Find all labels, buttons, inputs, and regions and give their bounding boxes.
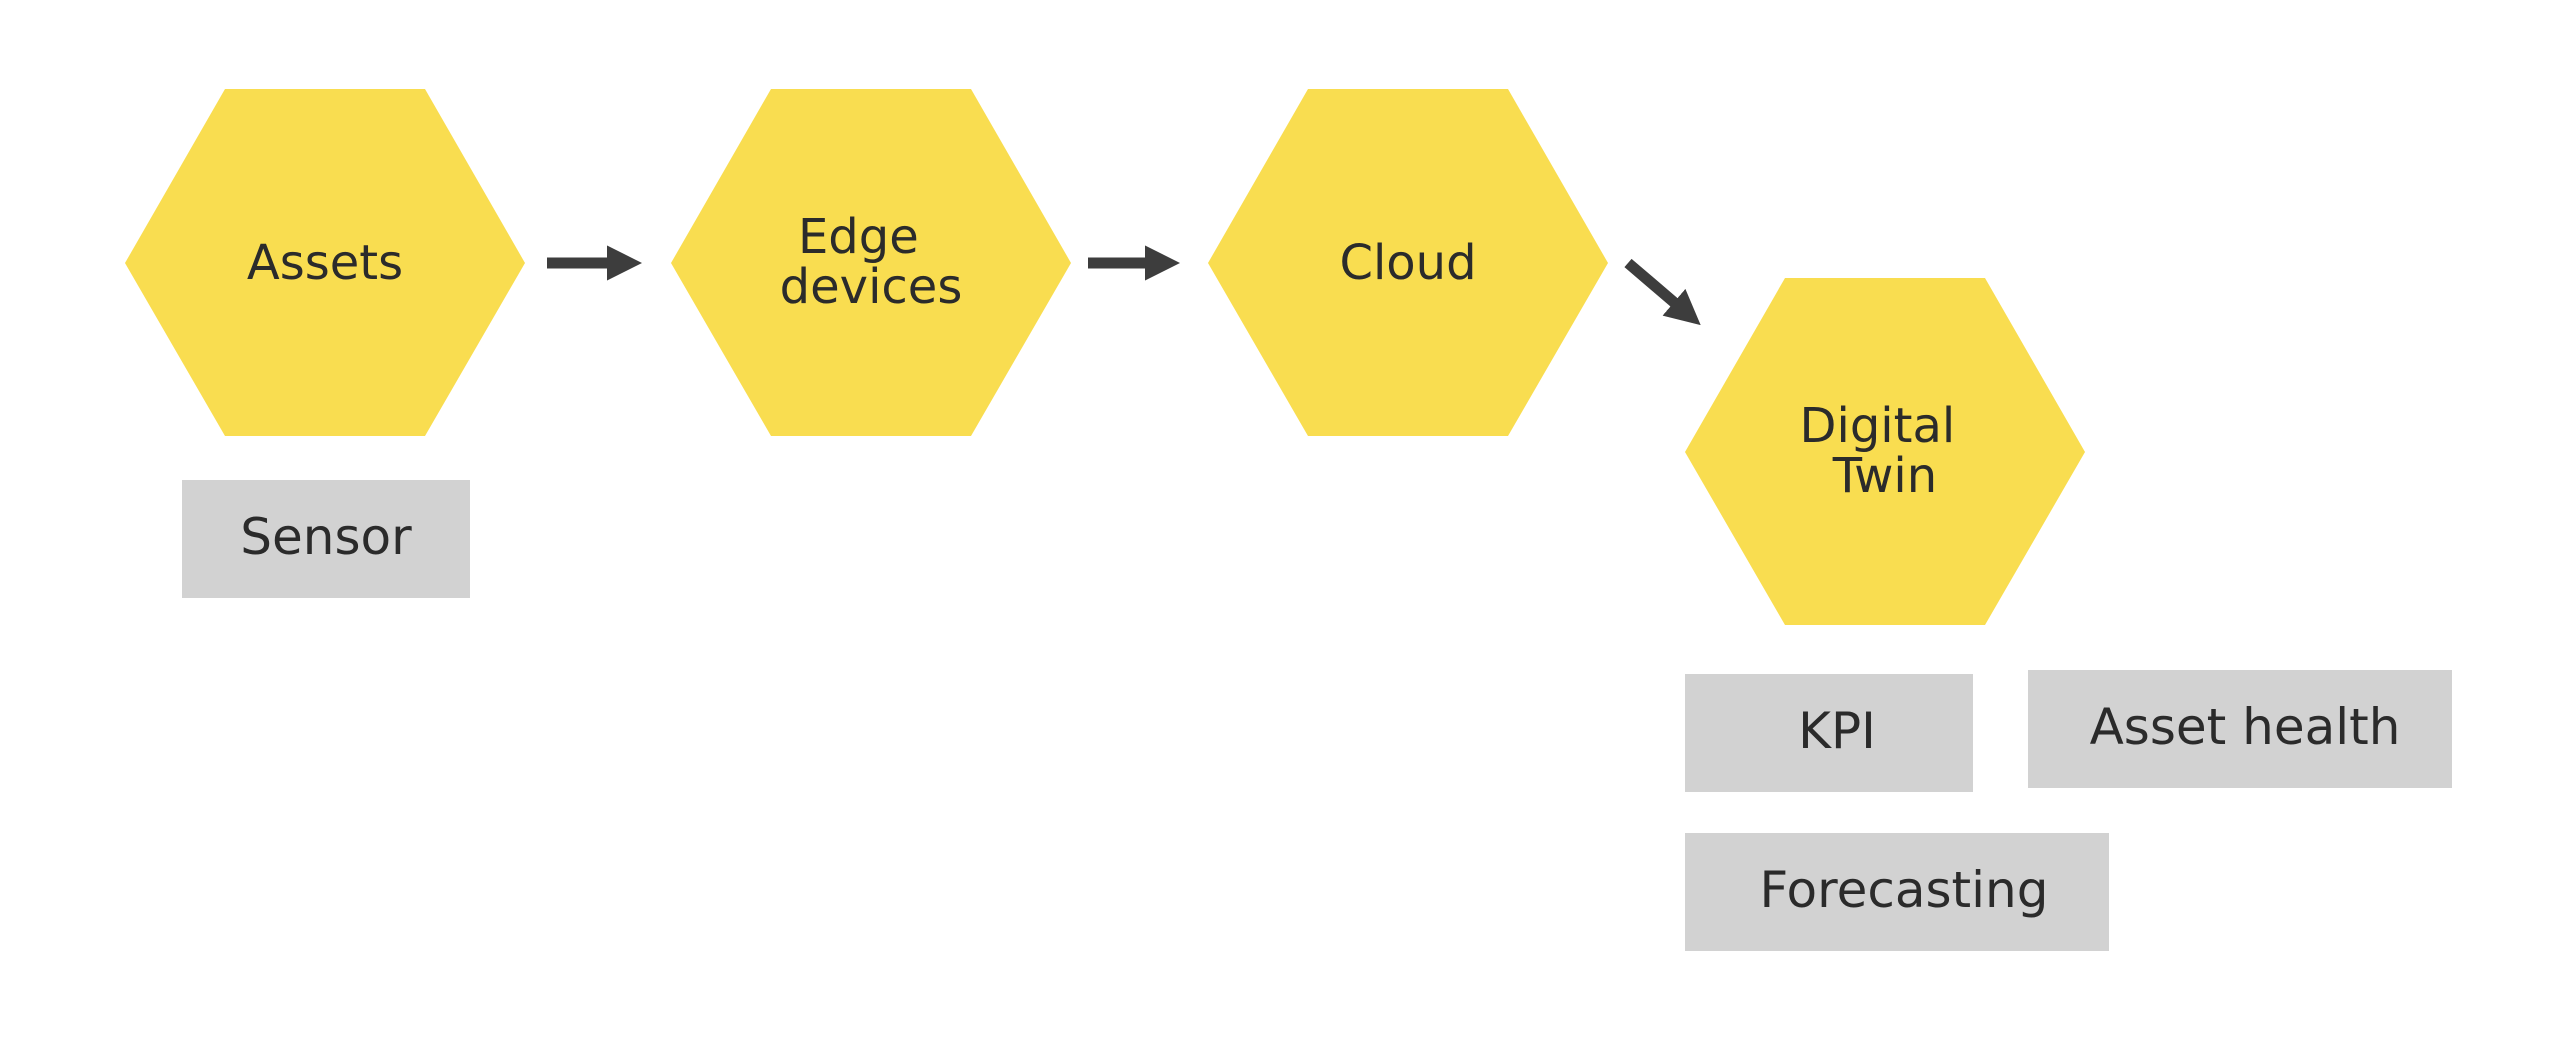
edge-devices-label: Edge devices: [780, 209, 963, 315]
asset-health-tag: [2028, 670, 2452, 788]
kpi-tag: [1685, 674, 1973, 792]
arrow-cloud-to-digital-twin: [1624, 258, 1701, 326]
sensor-tag: [182, 480, 470, 598]
edge-devices-hexagon: [671, 89, 1071, 436]
cloud-label: Cloud: [1339, 235, 1476, 291]
assets-hexagon: [125, 89, 525, 436]
digital-twin-hexagon: [1685, 278, 2085, 625]
forecasting-tag-label: Forecasting: [1760, 861, 2049, 919]
asset-health-tag-label: Asset health: [2090, 698, 2401, 756]
kpi-tag-label: KPI: [1798, 702, 1876, 760]
digital-twin-label: Digital Twin: [1800, 398, 1971, 504]
forecasting-tag: [1685, 833, 2109, 951]
cloud-hexagon: [1208, 89, 1608, 436]
sensor-tag-label: Sensor: [240, 508, 412, 566]
assets-label: Assets: [247, 235, 403, 291]
